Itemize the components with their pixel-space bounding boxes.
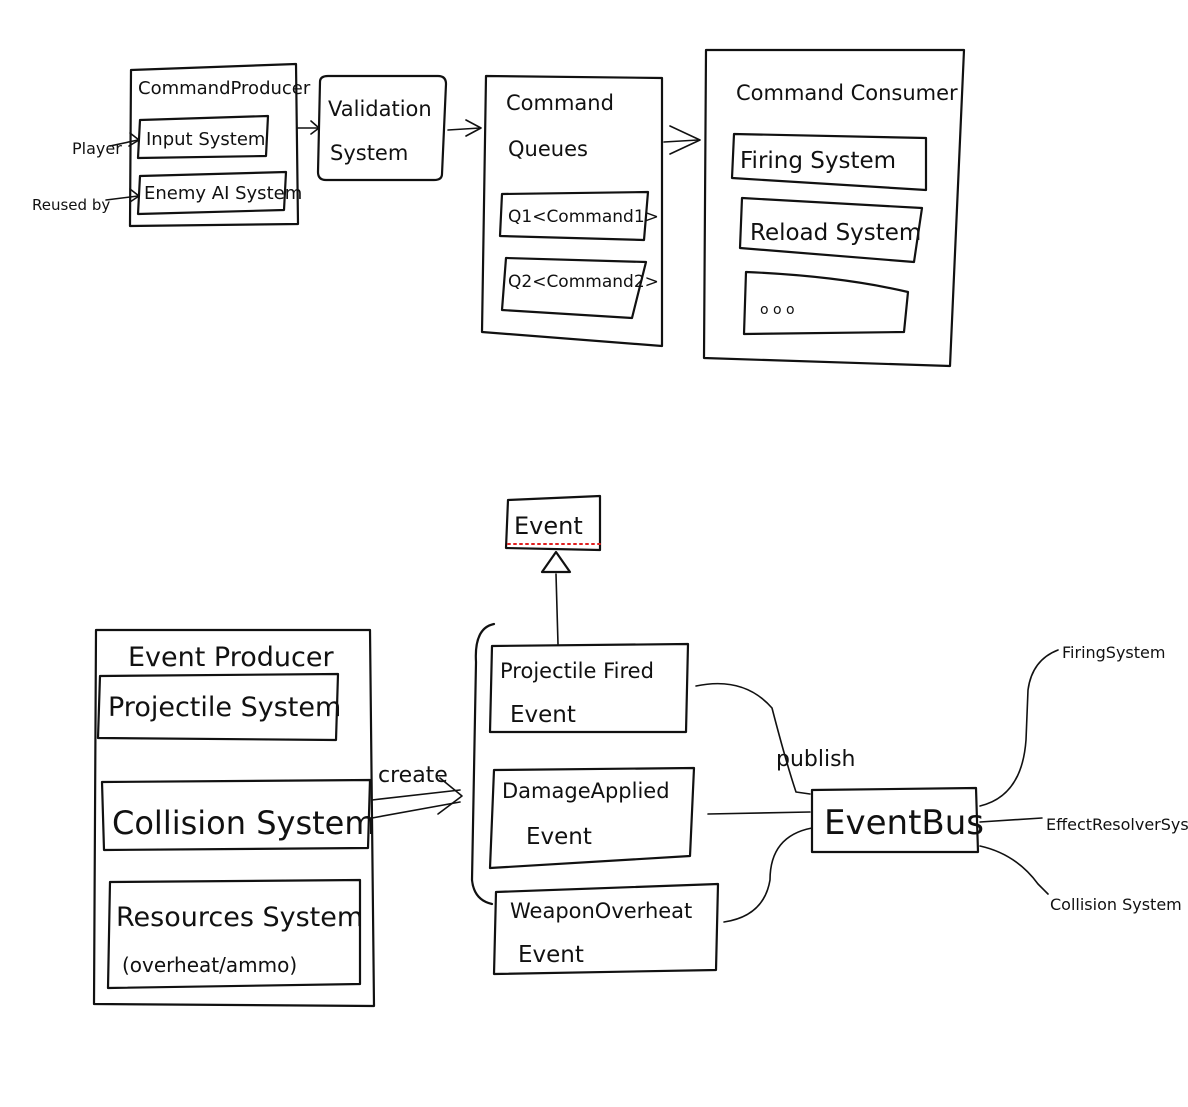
input-system-box: Input System — [136, 114, 270, 160]
event-bus-label: EventBus — [824, 803, 984, 843]
firing-system-box: Firing System — [730, 132, 928, 192]
command-producer-box: CommandProducer — [128, 62, 311, 228]
projectile-fired-line2: Event — [510, 702, 576, 728]
collision-system-label: Collision System — [112, 804, 376, 842]
more-consumers-label: o o o — [760, 302, 795, 318]
event-bus-box: EventBus — [810, 786, 984, 854]
subscriber-effect-resolver: EffectResolverSystem — [1046, 815, 1188, 834]
queues-line1: Command — [506, 91, 614, 115]
reload-system-box: Reload System — [738, 196, 924, 264]
subscriber-firing-system: FiringSystem — [1062, 643, 1165, 662]
input-system-label: Input System — [146, 129, 265, 150]
queue-q1-box: Q1<Command1> — [498, 190, 659, 242]
reused-by-arrow — [105, 188, 140, 203]
create-label: create — [378, 763, 448, 788]
validation-to-queues-arrow — [447, 119, 482, 137]
resources-system-box: Resources System (overheat/ammo) — [106, 878, 363, 990]
event-base-label: Event — [514, 512, 583, 540]
resources-system-sub: (overheat/ammo) — [122, 953, 297, 977]
validation-system-box: Validation System — [316, 74, 448, 182]
weapon-overheat-event-box: WeaponOverheat Event — [492, 882, 720, 976]
publish-label: publish — [776, 747, 856, 772]
queues-line2: Queues — [508, 137, 588, 161]
create-arrow — [371, 777, 463, 819]
player-arrow — [109, 132, 140, 147]
collision-system-box: Collision System — [100, 778, 376, 852]
command-queues-box: Command Queues — [480, 74, 664, 348]
queues-to-consumer-arrow — [663, 125, 701, 155]
projectile-fired-event-box: Projectile Fired Event — [488, 642, 690, 734]
enemy-ai-system-label: Enemy AI System — [144, 183, 302, 204]
weapon-overheat-line2: Event — [518, 942, 584, 968]
subscriber-collision-system: Collision System — [1050, 895, 1182, 914]
enemy-ai-system-box: Enemy AI System — [136, 170, 302, 216]
inheritance-arrow — [540, 550, 572, 645]
publish-connectors — [695, 682, 813, 923]
queue-q2-label: Q2<Command2> — [508, 272, 659, 292]
more-consumers-box: o o o — [742, 270, 910, 336]
weapon-overheat-line1: WeaponOverheat — [510, 899, 692, 923]
damage-applied-event-box: DamageApplied Event — [488, 766, 696, 870]
event-producer-title: Event Producer — [128, 642, 334, 673]
queue-q2-box: Q2<Command2> — [500, 256, 659, 320]
damage-applied-line1: DamageApplied — [502, 779, 670, 803]
projectile-fired-line1: Projectile Fired — [500, 659, 654, 683]
validation-line1: Validation — [328, 97, 432, 121]
validation-line2: System — [330, 141, 408, 165]
player-label: Player — [72, 139, 122, 158]
producer-to-validation-arrow — [297, 120, 320, 135]
event-producer-box: Event Producer — [92, 628, 376, 1008]
subscriber-connectors — [979, 649, 1059, 895]
command-producer-title: CommandProducer — [138, 78, 311, 99]
reload-system-label: Reload System — [750, 220, 921, 246]
damage-applied-line2: Event — [526, 824, 592, 850]
firing-system-label: Firing System — [740, 148, 896, 174]
reused-by-label: Reused by — [32, 196, 110, 214]
command-consumer-box: Command Consumer — [702, 48, 966, 368]
queue-q1-label: Q1<Command1> — [508, 207, 659, 227]
event-base-class-box: Event — [504, 494, 602, 552]
resources-system-label: Resources System — [116, 902, 363, 933]
command-consumer-title: Command Consumer — [736, 81, 958, 105]
projectile-system-label: Projectile System — [108, 692, 341, 723]
projectile-system-box: Projectile System — [96, 672, 341, 742]
event-types-group — [470, 622, 496, 906]
